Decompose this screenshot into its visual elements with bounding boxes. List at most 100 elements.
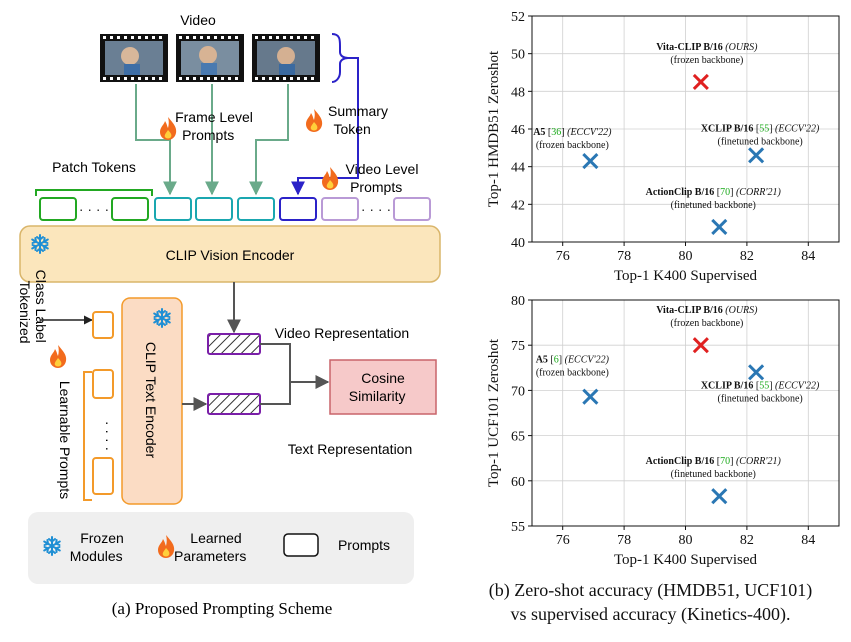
summary-token-arrow (291, 57, 359, 196)
frame-prompt-token (154, 197, 192, 221)
frame-prompt-token (195, 197, 233, 221)
x-tick-label: 84 (801, 249, 815, 264)
video-frames (100, 34, 320, 82)
class-token (92, 311, 114, 339)
caption-b-line: (b) Zero-shot accuracy (HMDB51, UCF101) (488, 580, 813, 600)
caption-a: (a) Proposed Prompting Scheme (112, 599, 333, 618)
marker-stroke (711, 488, 728, 505)
learnable-prompt-token (92, 457, 114, 495)
y-tick-label: 75 (511, 339, 525, 354)
video-representation-box (207, 333, 261, 355)
point-label-name: ActionClip B/16 [70] (CORR'21) (646, 187, 782, 198)
point-label-backbone: (finetuned backbone) (717, 393, 802, 404)
patch-token (39, 197, 77, 221)
legend-prompts-label: Prompts (338, 537, 390, 553)
marker-stroke (582, 152, 599, 170)
patch-token (111, 197, 149, 221)
point-label-backbone: (frozen backbone) (670, 55, 743, 66)
point-label-backbone: (frozen backbone) (536, 368, 609, 379)
prompting-scheme-diagram: Video (0, 0, 441, 618)
flame-icon (306, 109, 323, 132)
clip-vision-encoder-label: CLIP Vision Encoder (166, 247, 295, 263)
x-tick-label: 80 (679, 533, 693, 548)
data-point-marker (582, 388, 599, 405)
marker-stroke (692, 337, 709, 354)
summary-brace (331, 33, 349, 83)
point-label-name: XCLIP B/16 [55] (ECCV'22) (701, 380, 820, 391)
patch-dots: · · · · (79, 201, 109, 217)
y-axis-label: Top-1 HMDB51 Zeroshot (486, 50, 502, 207)
marker-stroke (582, 388, 599, 405)
learnable-prompts-label: Learnable Prompts (57, 381, 73, 499)
marker-stroke (748, 364, 765, 381)
video-prompt-token (321, 197, 359, 221)
data-point-marker (692, 337, 709, 354)
y-tick-label: 48 (511, 85, 525, 100)
x-tick-label: 80 (679, 249, 693, 264)
video-representation-label: Video Representation (275, 325, 409, 341)
y-tick-label: 40 (511, 236, 525, 251)
y-tick-label: 65 (511, 430, 525, 445)
patch-tokens-brace (35, 189, 153, 196)
point-label-name: A5 [36] (ECCV'22) (533, 127, 612, 138)
token-row: · · · · · · · · (39, 197, 431, 221)
data-point-marker (711, 488, 728, 505)
cosine-similarity-block (329, 359, 437, 415)
x-axis-label: Top-1 K400 Supervised (614, 552, 758, 568)
flame-icon (322, 167, 339, 190)
text-representation-label: Text Representation (288, 441, 413, 457)
point-label-name: Vita-CLIP B/16 (OURS) (656, 42, 758, 53)
marker-stroke (711, 218, 728, 235)
x-tick-label: 82 (740, 249, 754, 264)
y-tick-label: 80 (511, 294, 525, 309)
video-prompt-dots: · · · · (361, 201, 391, 217)
video-label: Video (180, 12, 216, 28)
learnable-prompt-token (92, 369, 114, 399)
data-point-marker (748, 364, 765, 381)
x-tick-label: 78 (617, 249, 631, 264)
frame-prompt-token (237, 197, 275, 221)
clip-text-encoder-label: CLIP Text Encoder (143, 342, 159, 459)
point-label-backbone: (finetuned backbone) (671, 200, 756, 211)
data-point-marker (582, 152, 599, 170)
summary-token (279, 197, 317, 221)
legend-prompt-box (283, 533, 319, 557)
data-point-marker (692, 73, 709, 90)
flame-icon (160, 117, 177, 140)
marker-stroke (748, 147, 765, 164)
clip-text-encoder-block (121, 297, 183, 505)
caption-b: (b) Zero-shot accuracy (HMDB51, UCF101) … (452, 578, 849, 626)
y-tick-label: 70 (511, 384, 525, 399)
point-label-backbone: (frozen backbone) (536, 140, 609, 151)
y-tick-label: 52 (511, 10, 525, 25)
caption-b-line: vs supervised accuracy (Kinetics-400). (510, 604, 791, 624)
prompt-dots: · · · · (100, 421, 116, 451)
x-tick-label: 82 (740, 533, 754, 548)
x-tick-label: 78 (617, 533, 631, 548)
point-label-backbone: (finetuned backbone) (671, 469, 756, 480)
video-prompt-token (393, 197, 431, 221)
point-label-name: XCLIP B/16 [55] (ECCV'22) (701, 123, 820, 134)
point-label-name: A5 [6] (ECCV'22) (536, 355, 610, 366)
data-point-marker (748, 147, 765, 164)
data-point-marker (711, 218, 728, 235)
y-tick-label: 44 (511, 161, 525, 176)
similarity-arrows (260, 343, 330, 405)
point-label-backbone: (finetuned backbone) (717, 136, 802, 147)
y-tick-label: 60 (511, 475, 525, 490)
frame-arrows (135, 84, 289, 196)
y-axis-label: Top-1 UCF101 Zeroshot (486, 338, 502, 487)
tokenized-class-label: TokenizedClass Label (15, 270, 49, 355)
patch-tokens-label: Patch Tokens (52, 159, 136, 175)
flame-icon (50, 345, 67, 368)
y-tick-label: 55 (511, 520, 525, 535)
legend-panel (28, 512, 414, 584)
text-representation-box (207, 393, 261, 415)
